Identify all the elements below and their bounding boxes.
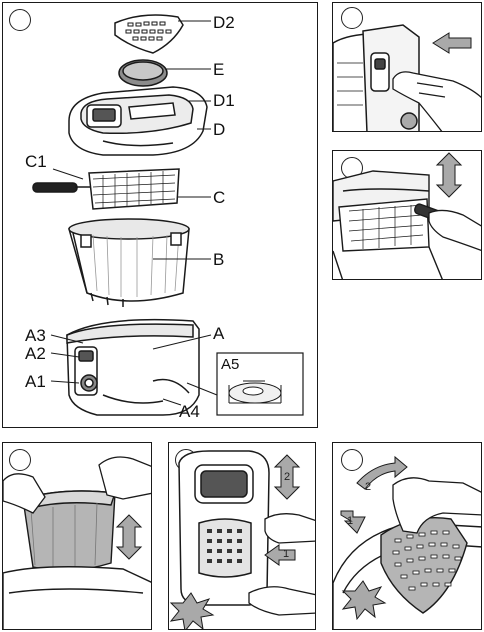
parts-overview-panel: D2 E D1 D C1 C B A3 A2 A1 A A4 A5 [2,2,318,428]
parts-illustration [3,3,318,428]
label-a1: A1 [25,373,46,390]
up-down-arrow-icon [117,515,141,559]
label-e: E [213,61,224,78]
basket-raise-illustration [333,151,482,280]
basket-c [33,169,179,209]
label-c: C [213,189,225,206]
filter-e [119,60,167,86]
push-arrow-icon [265,545,295,565]
arrow-label-2: 2 [365,481,371,493]
open-lid-illustration [333,3,482,132]
label-d: D [213,121,225,138]
remove-bowl-illustration [3,443,152,630]
open-lid-panel [332,2,482,132]
arrow-label-1: 1 [347,515,353,527]
remove-lid-illustration [169,443,316,630]
remove-filter-illustration [333,443,482,630]
label-a: A [213,325,224,342]
basket-raise-panel [332,150,482,280]
label-a4: A4 [179,403,200,420]
remove-filter-panel: 2 1 [332,442,482,630]
push-arrow-icon [433,33,471,53]
filter-cover-d2 [115,15,183,53]
label-a3: A3 [25,327,46,344]
lid-d [69,87,207,155]
remove-bowl-panel [2,442,152,630]
arrow-label-2: 2 [284,471,290,483]
label-a2: A2 [25,345,46,362]
remove-lid-panel: 2 1 [168,442,316,630]
label-b: B [213,251,224,268]
label-c1: C1 [25,153,47,170]
arrow-label-1: 1 [283,548,289,560]
label-a5: A5 [221,357,239,372]
fryer-body-a [67,320,199,415]
label-d1: D1 [213,92,235,109]
bowl-b [69,219,189,307]
up-down-arrow-icon [437,153,461,197]
label-d2: D2 [213,14,235,31]
